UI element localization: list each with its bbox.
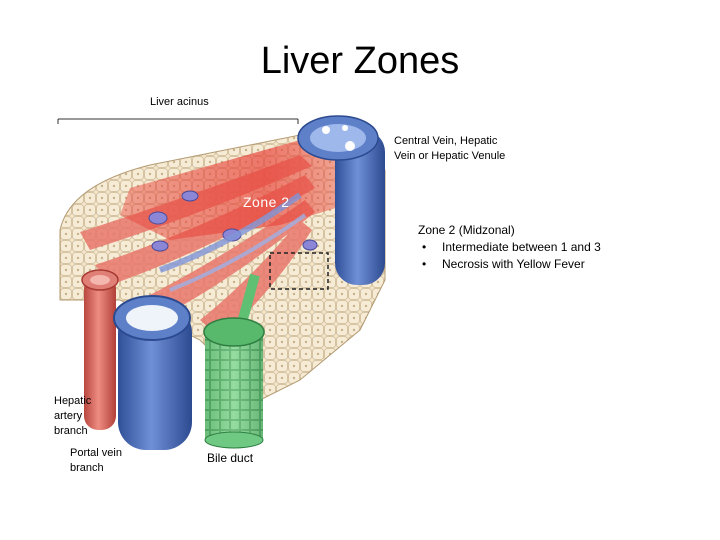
central-vein bbox=[297, 115, 385, 285]
label-zone2-overlay: Zone 2 bbox=[243, 194, 290, 210]
zone2-bullet-list: •Intermediate between 1 and 3 •Necrosis … bbox=[418, 239, 601, 273]
zone2-bullet-item: •Necrosis with Yellow Fever bbox=[422, 257, 585, 271]
label-hepatic-artery: Hepatic artery branch bbox=[54, 395, 92, 437]
label-bile-duct: Bile duct bbox=[207, 451, 254, 465]
label-liver-acinus: Liver acinus bbox=[150, 96, 209, 108]
label-portal-vein: Portal vein branch bbox=[70, 447, 122, 474]
bile-duct bbox=[203, 273, 265, 449]
zone2-band bbox=[120, 140, 362, 240]
page-title: Liver Zones bbox=[260, 40, 460, 82]
zone2-description: Zone 2 (Midzonal) •Intermediate between … bbox=[418, 222, 601, 273]
zone2-heading: Zone 2 (Midzonal) bbox=[418, 223, 515, 237]
hepatic-artery bbox=[81, 269, 119, 430]
zone2-bullet-item: •Intermediate between 1 and 3 bbox=[422, 240, 601, 254]
portal-vein bbox=[113, 295, 192, 450]
inset-box bbox=[269, 252, 329, 290]
label-central-vein: Central Vein, Hepatic Vein or Hepatic Ve… bbox=[394, 135, 506, 162]
